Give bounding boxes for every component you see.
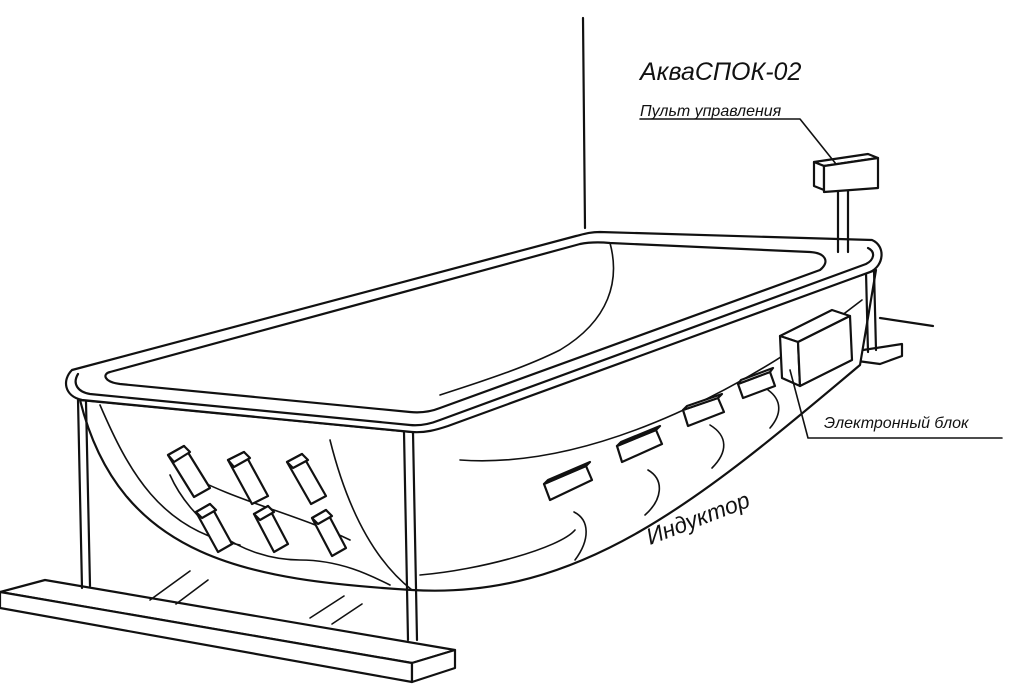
inductor-block [736,366,777,400]
control-panel [812,152,880,254]
diagram-title: АкваСПОК-02 [638,58,801,86]
bathtub-rim [64,230,883,434]
bathtub-body [78,268,878,592]
inductor-block [681,392,726,428]
bathtub-legs [76,268,878,642]
inductor-block [166,444,212,499]
inductor-block [226,450,270,506]
inductor-blocks-end [166,444,348,558]
inductor-block [194,502,234,554]
control-panel-label: Пульт управления [640,103,782,120]
inductor-block [542,460,594,502]
inductor-blocks-side [542,366,777,502]
electronic-unit [778,308,854,388]
inductor-block [285,452,328,506]
inductor-block [310,508,348,558]
leader-lines [639,118,1003,439]
inductor-block [252,504,290,554]
electronic-unit-label: Электронный блок [824,415,970,432]
room-corner [581,16,935,328]
inductor-block [615,424,664,464]
